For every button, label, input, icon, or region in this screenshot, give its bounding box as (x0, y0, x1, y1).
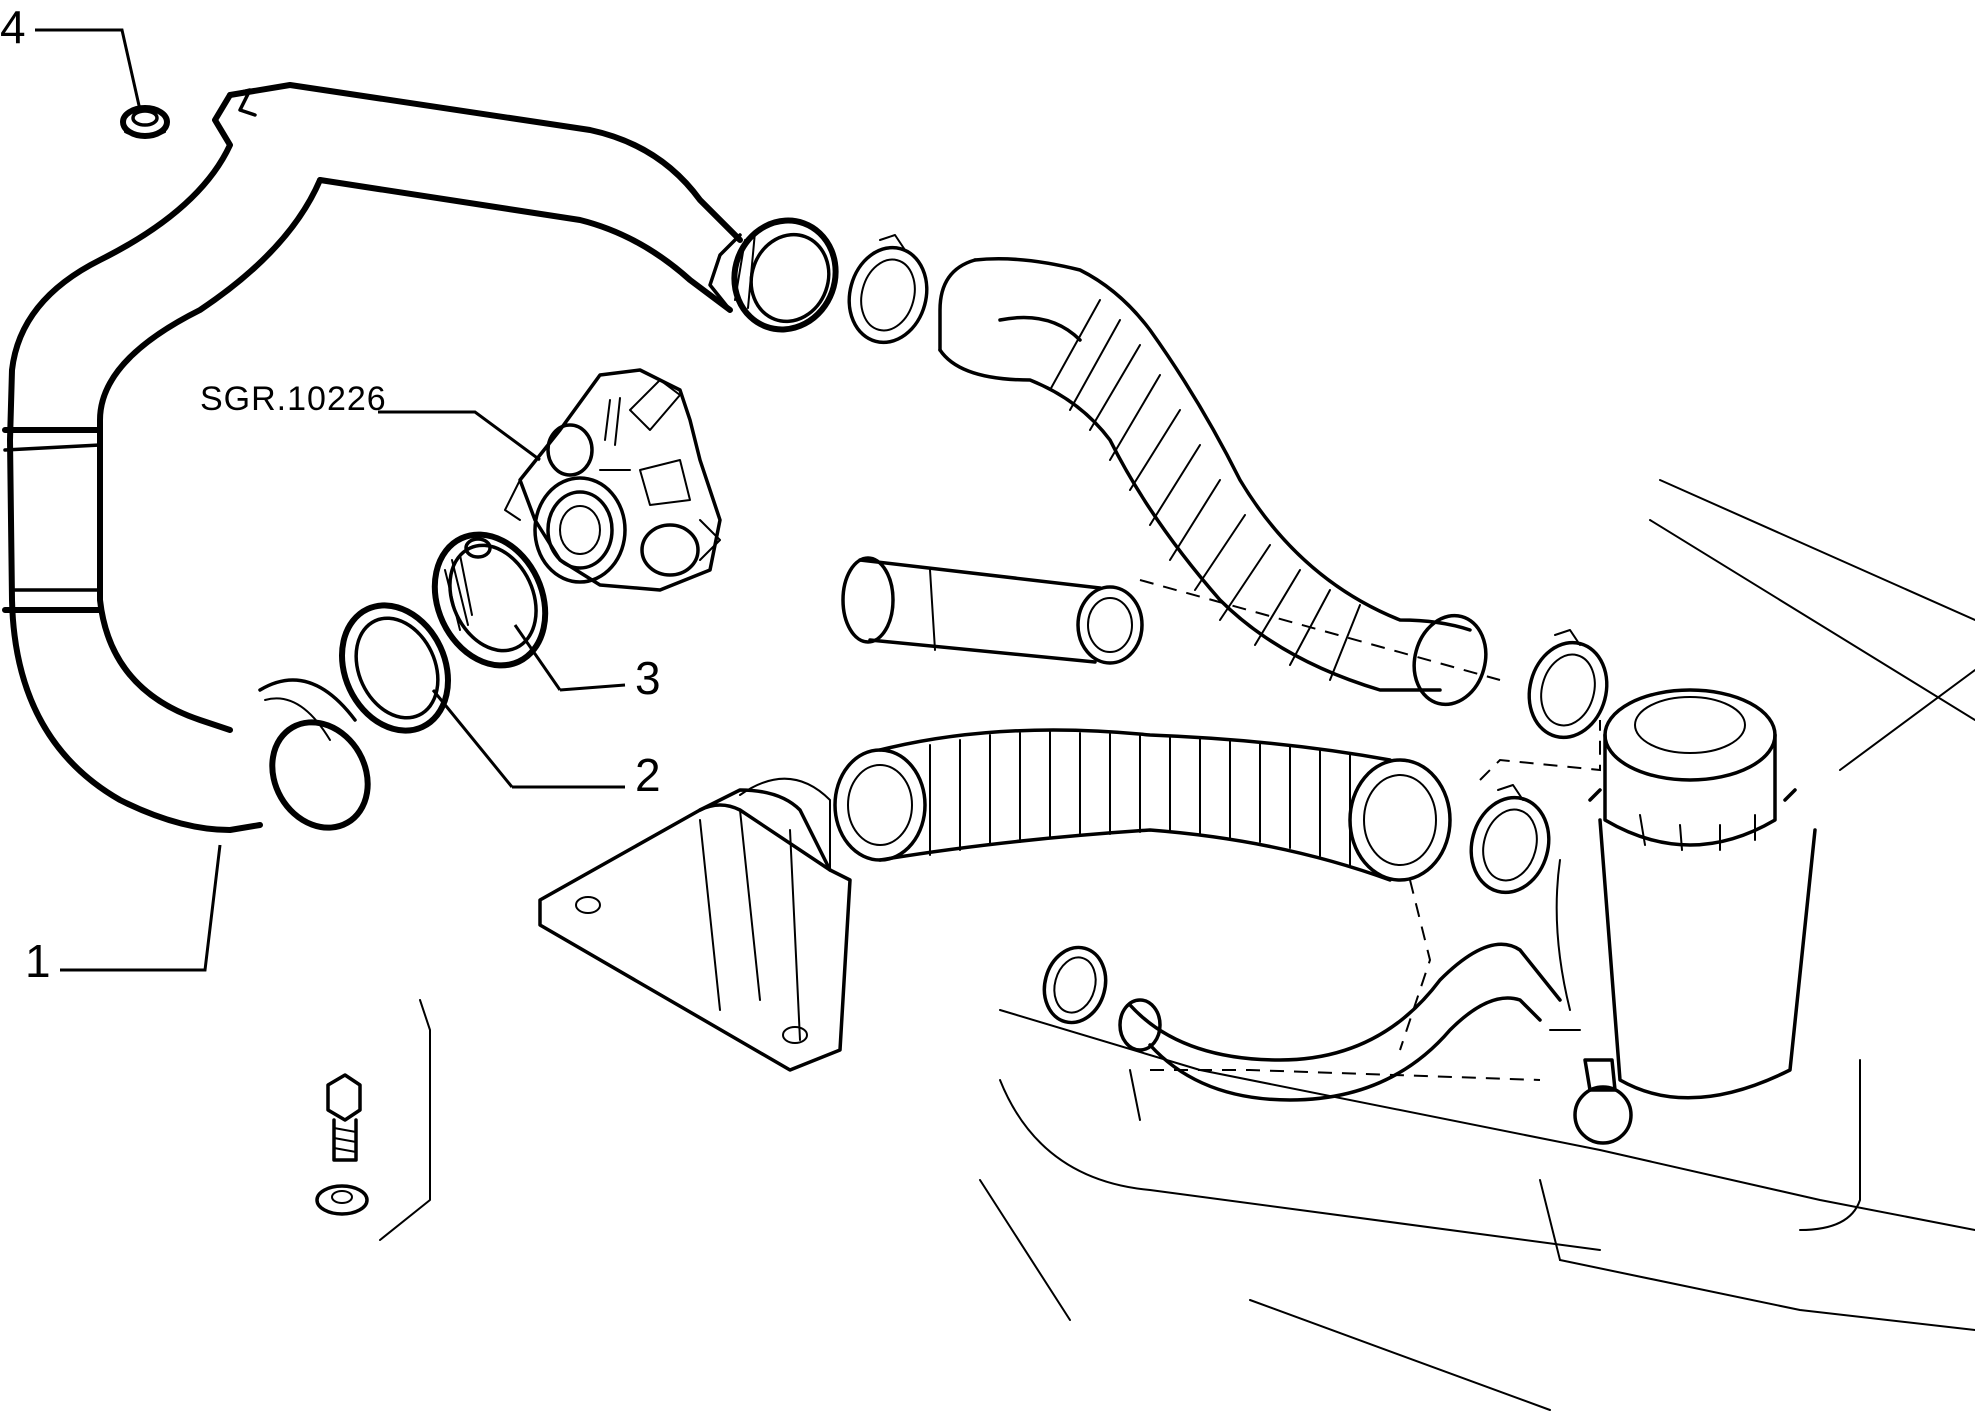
air-filter-housing (1549, 688, 1817, 1145)
corrugated-hose-lower (833, 728, 1452, 882)
callout-1: 1 (25, 935, 51, 987)
clamp-mid-right (1469, 784, 1551, 895)
throttle-body (504, 368, 722, 592)
mounting-bracket (538, 777, 852, 1072)
callout-3: 3 (635, 652, 661, 704)
intake-hose-part-1 (2, 82, 839, 833)
clamp-lower (1042, 945, 1108, 1025)
callout-4: 4 (0, 1, 26, 53)
hose-clamp-part-3 (431, 531, 549, 669)
corrugated-hose-upper (938, 257, 1488, 707)
callout-2: 2 (635, 749, 661, 801)
bent-pipe (1118, 942, 1562, 1102)
clamp-upper (847, 234, 929, 345)
ring-seal-part-2 (339, 602, 451, 734)
leader-lines (35, 28, 626, 972)
nut-part-4 (120, 105, 170, 139)
reference-code-label: SGR.10226 (200, 380, 387, 418)
vehicle-body-outline (979, 479, 1975, 1411)
straight-pipe (841, 556, 1144, 665)
clamp-right (1527, 629, 1609, 740)
bolt-with-nut (315, 999, 431, 1241)
